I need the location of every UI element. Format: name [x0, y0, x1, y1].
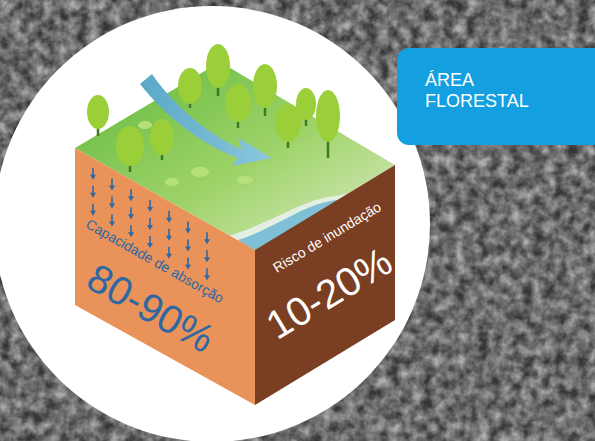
arrow-head — [90, 175, 96, 180]
arrow-head — [204, 239, 210, 244]
arrow-head — [204, 275, 210, 280]
arrow-shaft — [111, 178, 113, 186]
arrow-shaft — [149, 236, 151, 244]
arrow-shaft — [130, 207, 132, 215]
arrow-head — [128, 196, 134, 201]
arrow-head — [185, 247, 191, 252]
arrow-head — [109, 203, 115, 208]
arrow-head — [109, 185, 115, 190]
arrow-shaft — [168, 229, 170, 237]
arrow-head — [166, 254, 172, 259]
arrow-head — [128, 232, 134, 237]
arrow-head — [147, 207, 153, 212]
arrow-shaft — [206, 250, 208, 258]
arrow-head — [109, 221, 115, 226]
arrow-shaft — [111, 214, 113, 222]
arrow-shaft — [168, 211, 170, 219]
arrow-shaft — [130, 225, 132, 233]
face-fill — [75, 148, 255, 405]
arrow-shaft — [206, 232, 208, 240]
arrow-head — [90, 193, 96, 198]
title-box: ÁREA FLORESTAL — [397, 48, 595, 145]
arrow-shaft — [206, 268, 208, 276]
title-text: ÁREA FLORESTAL — [425, 70, 545, 111]
arrow-head — [204, 257, 210, 262]
arrow-shaft — [111, 196, 113, 204]
arrow-head — [147, 225, 153, 230]
arrow-head — [185, 265, 191, 270]
right-soil-face: Risco de inundação10-20% — [255, 165, 395, 405]
arrow-shaft — [130, 189, 132, 197]
arrow-head — [166, 236, 172, 241]
white-disc — [0, 6, 430, 441]
arrow-shaft — [92, 186, 94, 194]
left-soil-face: Capacidade de absorção80-90% — [75, 148, 255, 405]
trees — [87, 44, 340, 172]
arrow-shaft — [92, 204, 94, 212]
arrow-shaft — [187, 240, 189, 248]
water-flow-arrow — [140, 74, 272, 166]
arrow-head — [128, 214, 134, 219]
arrow-head — [90, 211, 96, 216]
arrow-head — [166, 218, 172, 223]
arrow-head — [147, 243, 153, 248]
arrow-shaft — [149, 200, 151, 208]
arrow-shaft — [187, 258, 189, 266]
arrow-shaft — [168, 247, 170, 255]
arrow-shaft — [149, 218, 151, 226]
arrow-shaft — [92, 168, 94, 176]
arrow-head — [185, 229, 191, 234]
arrow-shaft — [187, 222, 189, 230]
